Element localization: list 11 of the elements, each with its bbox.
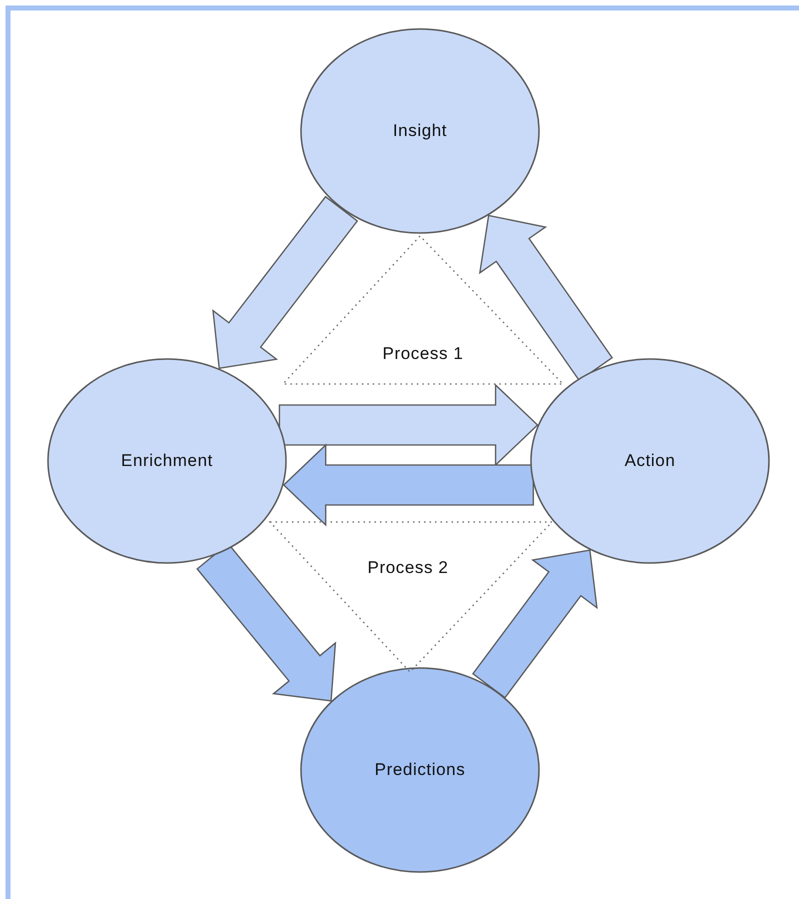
node-label: Predictions [374, 760, 466, 780]
process-label: Process 1 [382, 344, 464, 364]
node-label: Action [624, 451, 676, 471]
node-label: Insight [392, 121, 448, 141]
block-arrow [212, 196, 358, 369]
block-arrow [278, 383, 539, 467]
process-label: Process 2 [368, 558, 448, 578]
block-arrow [282, 443, 534, 527]
node-label: Enrichment [121, 451, 213, 471]
block-arrow [472, 549, 598, 699]
block-arrow [478, 214, 614, 382]
